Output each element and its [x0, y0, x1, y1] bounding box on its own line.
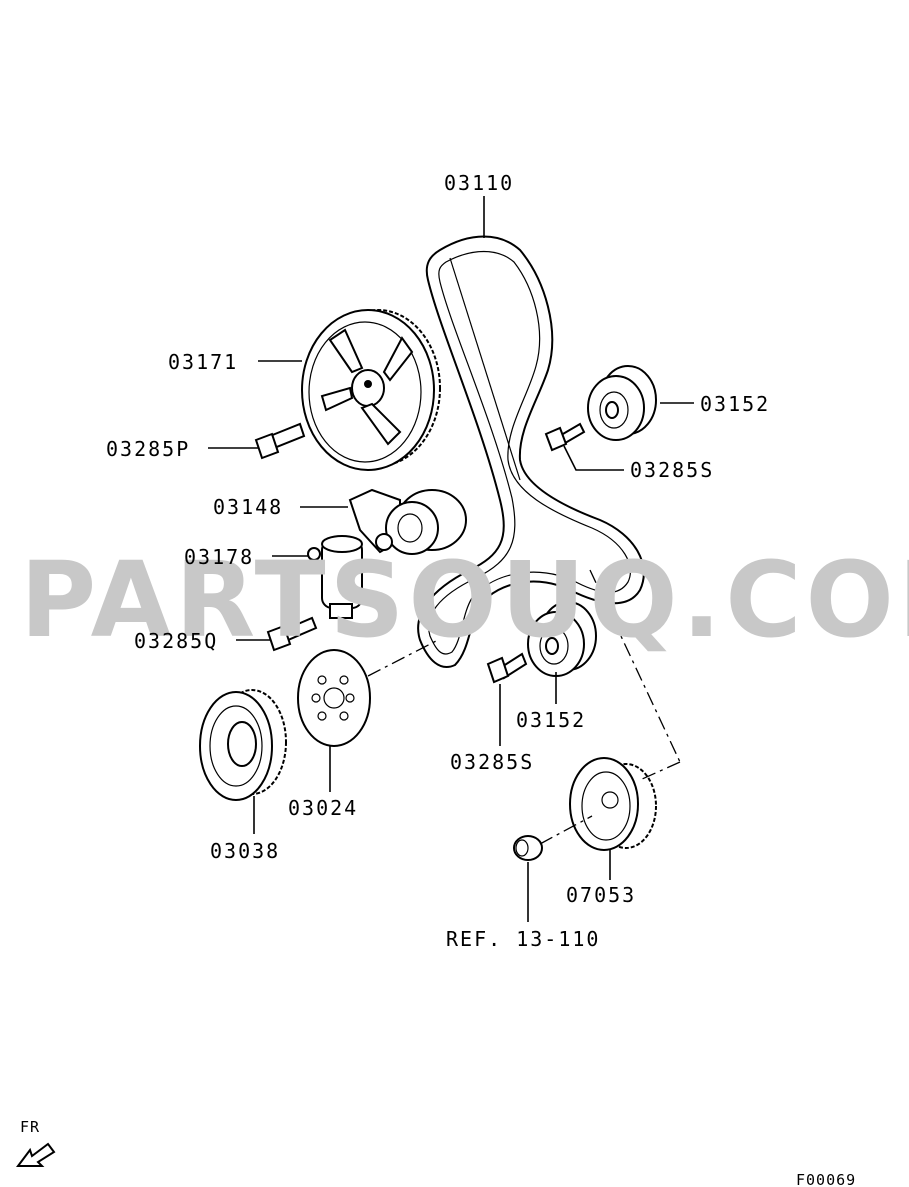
label-crank-plate[interactable]: 03024	[288, 796, 358, 820]
crank-sprocket[interactable]	[199, 689, 287, 801]
balancer-sprocket[interactable]	[569, 757, 657, 851]
label-bolt-s-upper[interactable]: 03285S	[630, 458, 714, 482]
label-timing-belt[interactable]: 03110	[444, 171, 514, 195]
label-auto-tensioner[interactable]: 03178	[184, 545, 254, 569]
bolt-s-upper[interactable]	[544, 422, 586, 452]
label-bolt-p[interactable]: 03285P	[106, 437, 190, 461]
label-balancer-sprocket[interactable]: 07053	[566, 883, 636, 907]
label-bolt-s-lower[interactable]: 03285S	[450, 750, 534, 774]
leader-lines	[208, 196, 694, 922]
idler-pulley-lower[interactable]	[527, 601, 597, 677]
bolt-q[interactable]	[266, 616, 318, 652]
orientation-marker: FR	[16, 1118, 56, 1167]
orientation-label: FR	[20, 1118, 40, 1136]
alignment-lines	[367, 569, 681, 845]
label-cam-sprocket[interactable]: 03171	[168, 350, 238, 374]
watermark: PARTSOUQ.COM	[20, 539, 909, 661]
label-tensioner-arm[interactable]: 03148	[213, 495, 283, 519]
tensioner-arm[interactable]	[348, 488, 467, 555]
auto-tensioner[interactable]	[307, 535, 363, 619]
timing-belt[interactable]	[417, 235, 645, 668]
label-bolt-q[interactable]: 03285Q	[134, 629, 218, 653]
crank-plate[interactable]	[297, 649, 371, 747]
label-crank-sprocket[interactable]: 03038	[210, 839, 280, 863]
figure-code: F00069	[796, 1171, 856, 1187]
label-idler-lower[interactable]: 03152	[516, 708, 586, 732]
front-arrow-icon	[16, 1142, 56, 1167]
label-ref-note[interactable]: REF. 13-110	[446, 927, 600, 951]
cam-sprocket[interactable]	[301, 309, 441, 471]
idler-pulley-upper[interactable]	[587, 365, 657, 441]
ref-shaft[interactable]	[513, 835, 543, 861]
bolt-s-lower[interactable]	[486, 652, 528, 684]
bolt-p[interactable]	[254, 422, 306, 460]
label-idler-upper[interactable]: 03152	[700, 392, 770, 416]
